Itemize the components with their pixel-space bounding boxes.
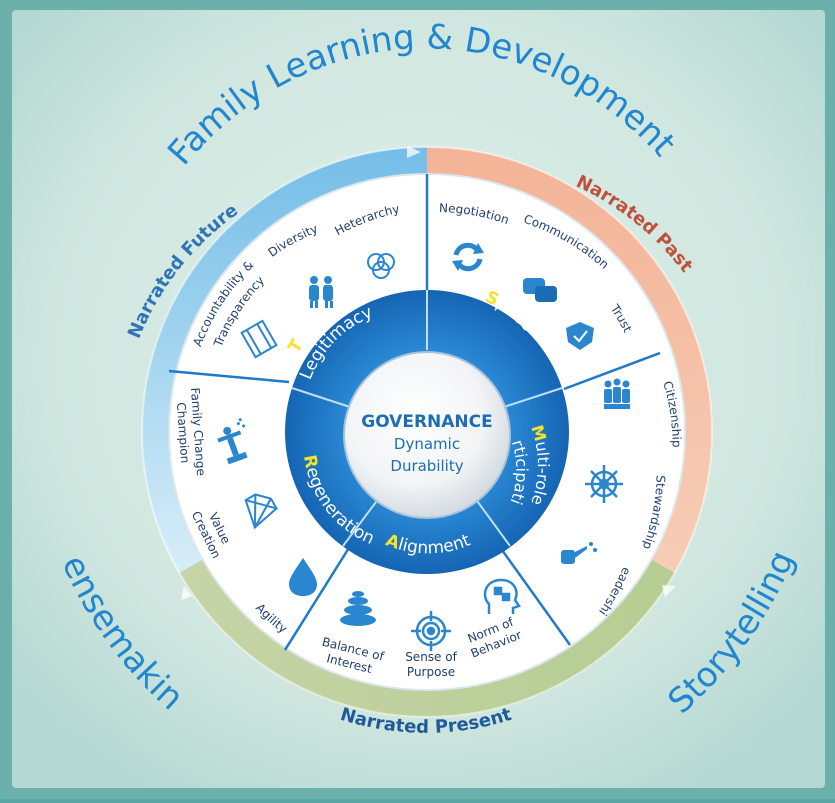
- stones-icon: [340, 591, 376, 626]
- arrow-head-left: [181, 586, 192, 600]
- drop-icon: [289, 558, 317, 596]
- inner-dividers: [291, 290, 563, 547]
- item-family-change-line-2: Champion: [174, 402, 192, 464]
- helm-icon: [585, 465, 623, 503]
- item-purpose-line-2: Purpose: [407, 665, 455, 679]
- center-circle: [343, 351, 511, 519]
- target-icon: [411, 611, 451, 651]
- door-icon: [240, 319, 278, 359]
- arrow-head-top: [407, 146, 421, 158]
- segment-dividers: [168, 174, 661, 651]
- segment-regeneration-initial: R: [299, 453, 321, 469]
- item-family-change-line-1: Family Change: [188, 387, 208, 476]
- center-line-1: Dynamic: [394, 435, 460, 453]
- segment-multirole-initial: M: [527, 423, 550, 444]
- shield-icon: [566, 322, 594, 350]
- watering-can-icon: [561, 542, 597, 564]
- item-family-change: Family Change Champion: [174, 387, 208, 476]
- venn-icon: [367, 253, 395, 279]
- arrow-head-right: [662, 585, 676, 597]
- head-puzzle-icon: [483, 578, 521, 614]
- item-purpose: Sense of Purpose: [405, 650, 457, 679]
- item-purpose-line-1: Sense of: [405, 650, 457, 664]
- diamond-icon: [244, 493, 278, 530]
- people-icon: [309, 276, 333, 308]
- statue-icon: [217, 418, 248, 465]
- refresh-icon: [452, 242, 484, 272]
- group-icon: [604, 378, 630, 409]
- outer-ring-edge: [141, 146, 713, 718]
- center-title: GOVERNANCE: [361, 412, 493, 432]
- center-line-2: Durability: [390, 457, 463, 475]
- chat-icon: [523, 278, 557, 302]
